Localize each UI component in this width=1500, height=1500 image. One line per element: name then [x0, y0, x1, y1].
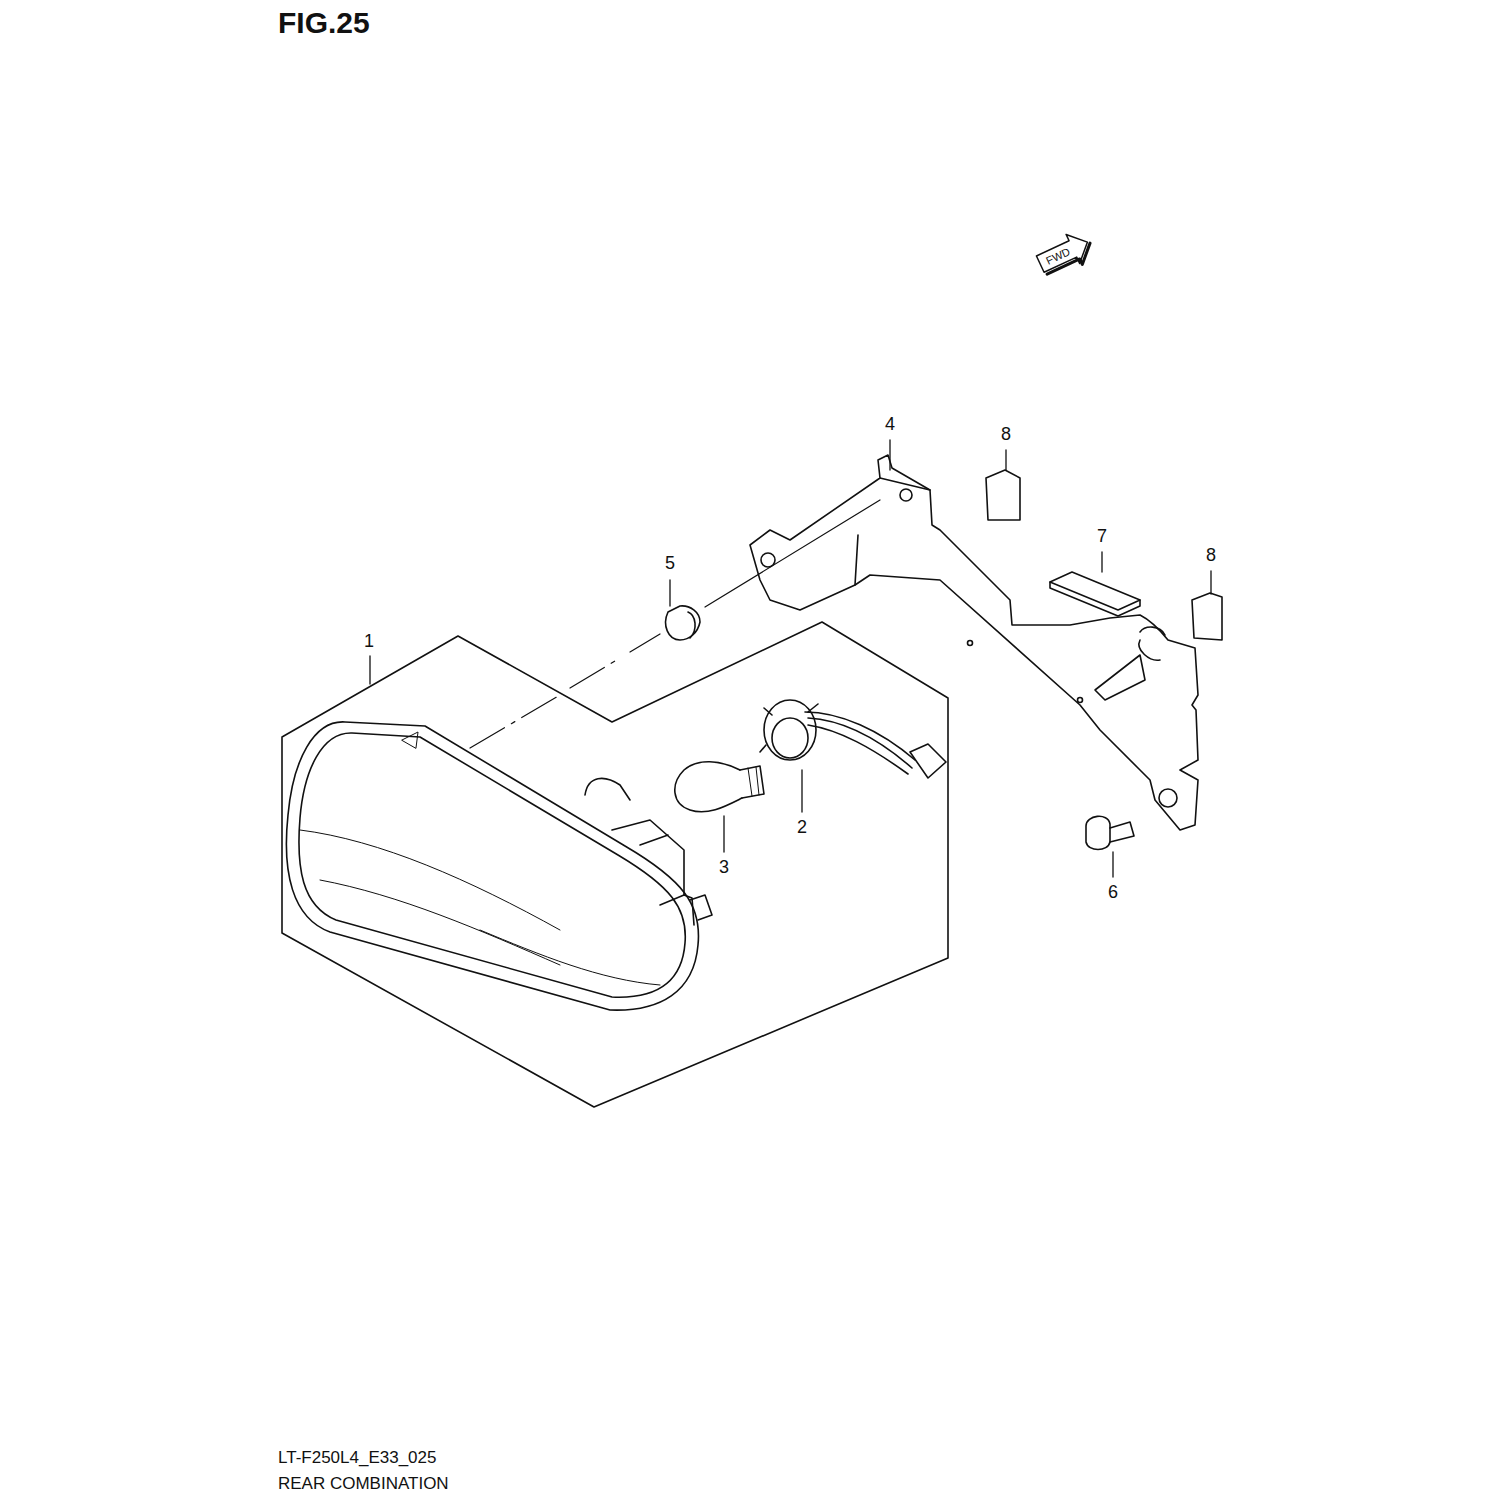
grommet	[666, 606, 700, 640]
pad-edge	[1050, 582, 1140, 616]
forward-arrow	[1033, 227, 1096, 281]
bulb	[675, 762, 764, 812]
figure-caption: REAR COMBINATION	[278, 1475, 449, 1494]
callout-number: 1	[364, 632, 374, 652]
pad	[986, 470, 1020, 520]
kit-outline	[282, 622, 948, 1107]
figure-title: FIG.25	[278, 6, 370, 39]
callout-number: 8	[1001, 425, 1011, 445]
pad	[1192, 593, 1222, 640]
callout-number: 2	[797, 818, 807, 838]
screw	[1086, 816, 1134, 849]
pad	[1050, 572, 1140, 610]
callout-number: 3	[719, 858, 729, 878]
socket	[760, 700, 946, 778]
bracket	[750, 455, 1198, 830]
callout-number: 5	[665, 554, 675, 574]
figure-code: LT-F250L4_E33_025	[278, 1449, 436, 1468]
callout-number: 8	[1206, 546, 1216, 566]
callout-number: 4	[885, 415, 895, 435]
callout-number: 7	[1097, 527, 1107, 547]
callout-number: 6	[1108, 883, 1118, 903]
tail-lamp	[286, 722, 712, 1010]
